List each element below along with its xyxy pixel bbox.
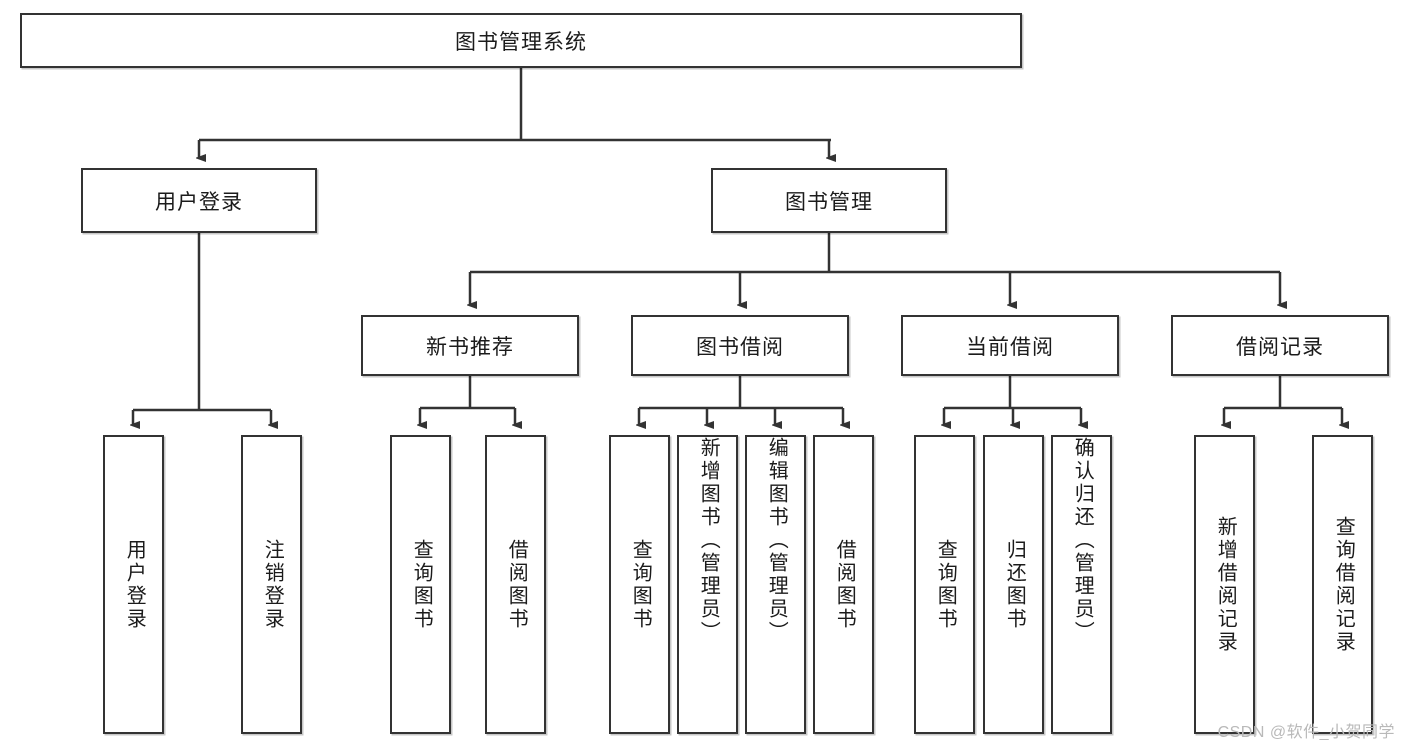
node-root[interactable]: 图书管理系统 xyxy=(20,13,1022,68)
node-user-login[interactable]: 用户登录 xyxy=(81,168,317,233)
node-leaf-query-borrow-record-label: 查询借阅记录 xyxy=(1332,515,1355,654)
node-leaf-return-book-label: 归还图书 xyxy=(1003,538,1026,631)
node-new-book-recommend[interactable]: 新书推荐 xyxy=(361,315,579,376)
node-borrow-record-label: 借阅记录 xyxy=(1236,335,1324,359)
node-leaf-query-book-1[interactable]: 查询图书 xyxy=(390,435,451,734)
node-current-borrow-label: 当前借阅 xyxy=(966,335,1054,359)
node-borrow-record[interactable]: 借阅记录 xyxy=(1171,315,1389,376)
node-new-book-recommend-label: 新书推荐 xyxy=(426,335,514,359)
node-leaf-add-book-admin[interactable]: 新增图书（管理员） xyxy=(677,435,738,734)
node-root-label: 图书管理系统 xyxy=(455,30,587,54)
node-leaf-user-login[interactable]: 用户登录 xyxy=(103,435,164,734)
node-leaf-borrow-book-2-label: 借阅图书 xyxy=(833,538,856,631)
node-leaf-add-borrow-record-label: 新增借阅记录 xyxy=(1214,515,1237,654)
node-book-manage[interactable]: 图书管理 xyxy=(711,168,947,233)
node-leaf-logout-login-label: 注销登录 xyxy=(261,538,284,631)
node-leaf-query-book-3[interactable]: 查询图书 xyxy=(914,435,975,734)
node-leaf-borrow-book-1-label: 借阅图书 xyxy=(505,538,528,631)
node-leaf-add-book-admin-label: 新增图书（管理员） xyxy=(697,437,720,644)
node-leaf-borrow-book-2[interactable]: 借阅图书 xyxy=(813,435,874,734)
node-current-borrow[interactable]: 当前借阅 xyxy=(901,315,1119,376)
node-leaf-query-book-3-label: 查询图书 xyxy=(934,538,957,631)
node-leaf-query-book-2[interactable]: 查询图书 xyxy=(609,435,670,734)
node-leaf-logout-login[interactable]: 注销登录 xyxy=(241,435,302,734)
node-leaf-confirm-return-admin[interactable]: 确认归还（管理员） xyxy=(1051,435,1112,734)
node-leaf-query-borrow-record[interactable]: 查询借阅记录 xyxy=(1312,435,1373,734)
node-leaf-edit-book-admin[interactable]: 编辑图书（管理员） xyxy=(745,435,806,734)
node-book-borrow[interactable]: 图书借阅 xyxy=(631,315,849,376)
node-leaf-query-book-1-label: 查询图书 xyxy=(410,538,433,631)
node-user-login-label: 用户登录 xyxy=(155,190,243,214)
node-leaf-borrow-book-1[interactable]: 借阅图书 xyxy=(485,435,546,734)
watermark: CSDN @软件_小贺同学 xyxy=(1217,724,1395,741)
node-leaf-edit-book-admin-label: 编辑图书（管理员） xyxy=(765,437,788,644)
node-leaf-query-book-2-label: 查询图书 xyxy=(629,538,652,631)
node-leaf-return-book[interactable]: 归还图书 xyxy=(983,435,1044,734)
node-leaf-add-borrow-record[interactable]: 新增借阅记录 xyxy=(1194,435,1255,734)
node-leaf-confirm-return-admin-label: 确认归还（管理员） xyxy=(1071,437,1094,644)
node-book-manage-label: 图书管理 xyxy=(785,190,873,214)
node-book-borrow-label: 图书借阅 xyxy=(696,335,784,359)
node-leaf-user-login-label: 用户登录 xyxy=(123,538,146,631)
